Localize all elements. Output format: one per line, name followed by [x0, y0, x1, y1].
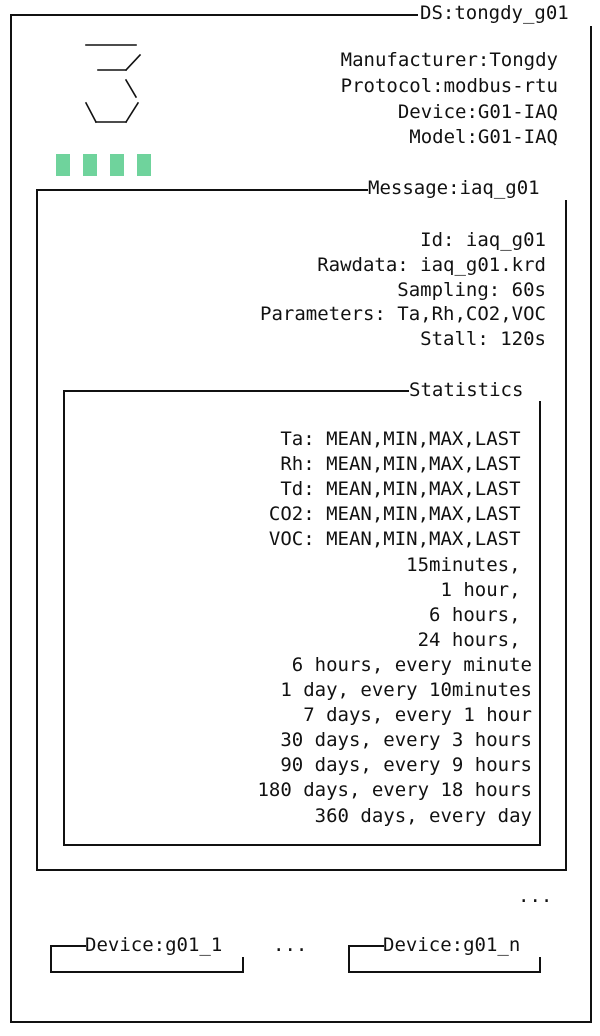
statistics-line: 7 days, every 1 hour [303, 704, 532, 727]
statistics-line: CO2: MEAN,MIN,MAX,LAST [268, 503, 532, 526]
statistics-box-top-border [63, 390, 409, 392]
message-id: Id: iaq_g01 [420, 229, 546, 251]
device-first-label: Device:g01_1 [85, 934, 223, 956]
datasource-title: DS:tongdy_g01 [420, 2, 569, 24]
message-stall: Stall: 120s [420, 328, 546, 350]
more-messages-ellipsis: ... [518, 885, 553, 907]
ds-box-left-border [10, 14, 12, 1022]
ds-box-right-border [590, 26, 592, 1022]
device-first-bottom-border [50, 971, 244, 973]
statistics-line: 15minutes, [406, 553, 532, 576]
statistics-line: 90 days, every 9 hours [280, 754, 532, 777]
statistics-box-bottom-border [63, 844, 541, 846]
devices-ellipsis: ... [273, 934, 308, 956]
device-last-bottom-border [348, 971, 541, 973]
statistics-line: 360 days, every day [314, 804, 532, 827]
message-rawdata: Rawdata: iaq_g01.krd [317, 254, 546, 276]
message-title: Message:iaq_g01 [368, 177, 540, 199]
statistics-line: 24 hours, [417, 628, 532, 651]
message-box-bottom-border [36, 869, 567, 871]
statistics-line: Td: MEAN,MIN,MAX,LAST [280, 478, 532, 501]
model-label: Model:G01-IAQ [409, 126, 558, 148]
status-bar [56, 154, 70, 176]
device-last-left-border [348, 945, 350, 972]
ds-box-top-border [10, 14, 418, 16]
message-box-top-border [36, 189, 368, 191]
statistics-line: Rh: MEAN,MIN,MAX,LAST [280, 453, 532, 476]
device-last-right-border [539, 957, 541, 972]
protocol-label: Protocol:modbus-rtu [340, 75, 558, 97]
message-box-right-border [565, 200, 567, 870]
statistics-line: 1 day, every 10minutes [280, 679, 532, 701]
statistics-line: 30 days, every 3 hours [280, 729, 532, 752]
statistics-box-right-border [539, 401, 541, 845]
device-last-label: Device:g01_n [383, 934, 521, 956]
device-last-top-border [348, 945, 384, 947]
statistics-line: Ta: MEAN,MIN,MAX,LAST [280, 428, 532, 450]
status-bar [137, 154, 151, 176]
manufacturer-label: Manufacturer:Tongdy [340, 49, 558, 71]
status-bar [83, 154, 97, 176]
statistics-line: VOC: MEAN,MIN,MAX,LAST [268, 528, 532, 551]
statistics-title: Statistics [409, 379, 524, 401]
statistics-line: 6 hours, every minute [291, 653, 532, 676]
statistics-line: 180 days, every 18 hours [257, 779, 532, 802]
device-first-right-border [242, 957, 244, 972]
ds-box-bottom-border [10, 1021, 592, 1023]
device-first-top-border [50, 945, 86, 947]
device-label: Device:G01-IAQ [397, 101, 558, 123]
message-box-left-border [36, 189, 38, 870]
statistics-line: 1 hour, [440, 578, 532, 601]
statistics-box-left-border [63, 390, 65, 845]
statistics-line: 6 hours, [429, 603, 532, 626]
device-first-left-border [50, 945, 52, 972]
message-sampling: Sampling: 60s [397, 279, 546, 301]
message-parameters: Parameters: Ta,Rh,CO2,VOC [260, 303, 546, 325]
status-bar [110, 154, 124, 176]
